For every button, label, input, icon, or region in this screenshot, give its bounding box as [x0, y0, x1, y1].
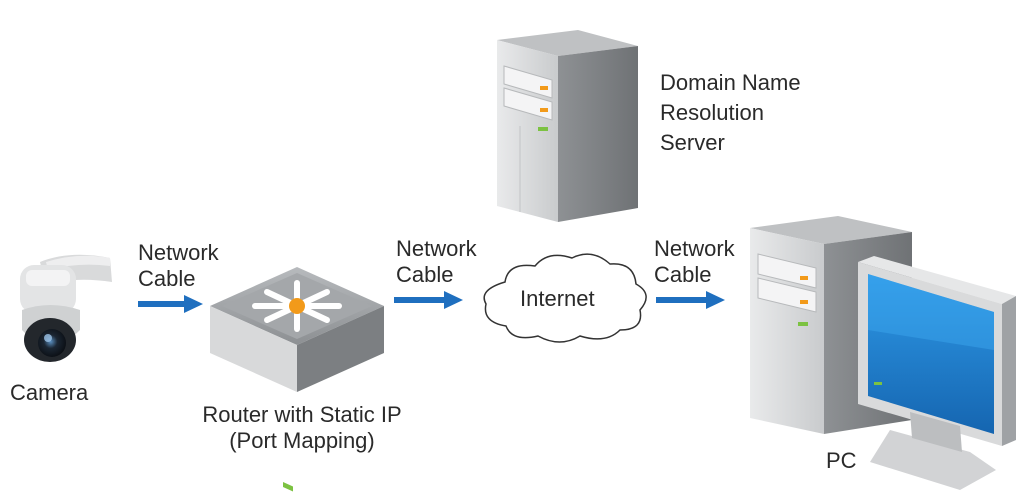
cloud-icon [483, 253, 647, 343]
link-label-line1: Network [654, 236, 735, 261]
monitor-icon [858, 256, 1016, 490]
link-label-router-internet: Network Cable [396, 236, 477, 288]
arrow-icon [394, 291, 463, 309]
pc-label: PC [826, 448, 857, 473]
link-label-line1: Network [396, 236, 477, 261]
link-label-internet-pc: Network Cable [654, 236, 735, 288]
link-label-line2: Cable [654, 262, 712, 287]
camera-icon [20, 254, 112, 362]
internet-label: Internet [520, 286, 595, 311]
dns-server-label-line2: Resolution [660, 100, 764, 125]
arrow-icon [656, 291, 725, 309]
server-icon [497, 30, 638, 222]
link-label-line2: Cable [138, 266, 196, 291]
camera-label: Camera [10, 380, 89, 405]
link-label-line1: Network [138, 240, 219, 265]
dns-server-label: Domain Name Resolution Server [660, 68, 801, 158]
link-label-camera-router: Network Cable [138, 240, 219, 292]
arrow-icon [138, 295, 203, 313]
router-icon [210, 267, 384, 492]
dns-server-label-line1: Domain Name [660, 70, 801, 95]
router-label: Router with Static IP (Port Mapping) [180, 402, 424, 454]
dns-server-label-line3: Server [660, 130, 725, 155]
link-label-line2: Cable [396, 262, 454, 287]
router-label-line1: Router with Static IP [202, 402, 402, 427]
router-label-line2: (Port Mapping) [229, 428, 375, 453]
